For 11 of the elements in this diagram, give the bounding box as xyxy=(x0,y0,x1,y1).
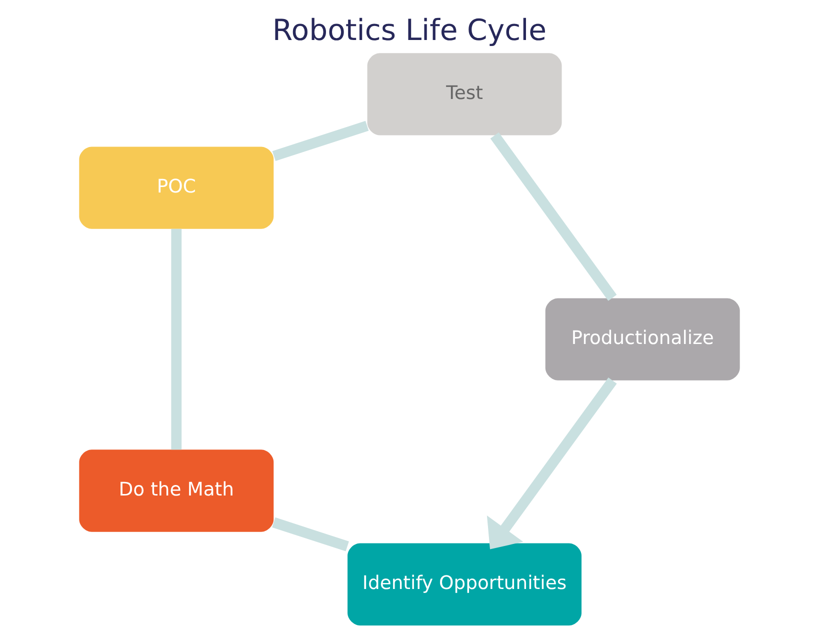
node-box: POC xyxy=(78,146,274,229)
node-box: Productionalize xyxy=(544,298,740,380)
connector xyxy=(170,228,182,450)
connector xyxy=(490,132,616,301)
diagram-title: Robotics Life Cycle xyxy=(272,13,546,47)
node-box: Identify Opportunities xyxy=(347,543,582,626)
connector xyxy=(272,120,368,162)
node-box: Do the Math xyxy=(78,450,274,532)
arrow xyxy=(486,378,616,550)
node-box: Test xyxy=(366,53,562,136)
connector xyxy=(272,517,348,552)
